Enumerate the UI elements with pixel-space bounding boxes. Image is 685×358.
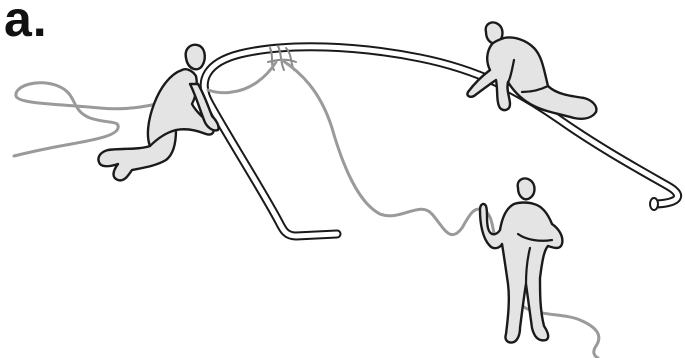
short-rope-left [206,60,278,95]
tube-end-opening [649,197,659,211]
curved-tube [199,42,682,241]
left-rope-trailing [12,81,209,158]
kneeling-person-right [466,21,598,120]
panel-label: a. [4,0,48,47]
standing-person [478,177,564,344]
kneeling-person-left [97,43,220,182]
